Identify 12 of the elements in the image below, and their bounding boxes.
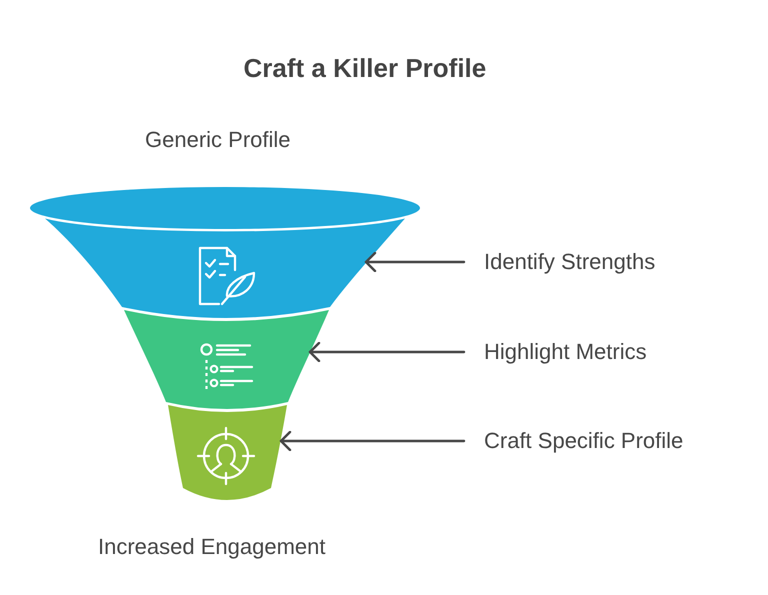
arrow [308, 342, 466, 362]
funnel-segment [123, 309, 330, 410]
step-label: Craft Specific Profile [484, 428, 684, 454]
stage-label: Generic Profile [145, 127, 291, 153]
step-label: Highlight Metrics [484, 339, 647, 365]
arrow [364, 252, 466, 272]
stage-label: Increased Engagement [98, 534, 326, 560]
funnel-segment [30, 187, 420, 319]
funnel-segment [167, 404, 288, 501]
diagram-title: Craft a Killer Profile [244, 52, 486, 84]
arrow [280, 430, 466, 452]
step-label: Identify Strengths [484, 249, 656, 275]
